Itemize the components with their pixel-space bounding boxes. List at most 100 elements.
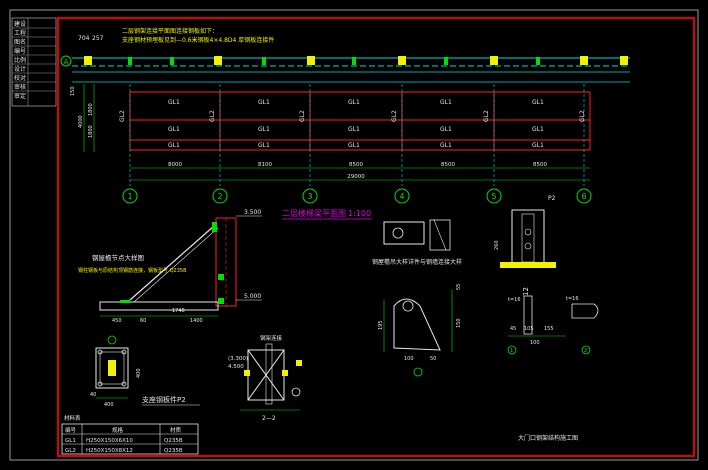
lug-dim-0: 45 [510,326,516,332]
wall-column [84,56,92,65]
node-section-label: 2—2 [262,415,276,422]
table-header-code: 编号 [65,426,77,434]
beam-label: GL1 [258,142,270,149]
node-level-b: 4.500 [228,364,244,370]
plate-dim-0: 40 [90,392,96,398]
side-detail: P2 260 12 t=16 45 105 155 100 1 t=16 2 [494,195,599,355]
left-dim-0: 4000 [78,115,84,128]
span-dim-2: 8500 [349,162,363,168]
wall-column [620,56,628,65]
outer-border [9,9,699,461]
left-dim-2: 1800 [88,125,94,138]
axis-number-3: 3 [307,192,312,201]
beam-grid [129,91,591,151]
plan-top-label-a: 704 [78,35,90,42]
beam-labels: GL1 GL1 GL1 GL1 GL1 GL1 GL1 GL1 GL1 GL1 … [168,99,544,149]
left-dim-4: 150 [70,86,76,96]
title-row-8: 审定 [14,92,26,100]
column-label: GL2 [299,110,306,122]
beam-label: GL1 [168,142,180,149]
anchor-dim-2: 195 [378,320,384,330]
lug-dim-2: 155 [544,326,554,332]
brace-dim-2: 1748 [172,308,185,314]
axis-number-4: 4 [399,192,404,201]
span-dim-0: 8000 [168,162,182,168]
table-header-grade: 材质 [170,426,182,434]
brace-diagonal-edge [133,227,219,303]
table-header-spec: 规格 [112,426,124,434]
anchor-detail: 钢屋檐吊大样详件与钢墙连接大样 195 150 55 100 50 [372,219,462,377]
brace-level-top: 3.500 [244,209,261,216]
plate-dim-1: 400 [104,402,114,408]
lug-label-a: t=16 [508,297,521,303]
brace-elevation: 钢屋檐节点大样图 钢柱钢板与原结构顶钢筋连接，钢板型号 Q235B 3.500 … [78,209,262,324]
wall-column [580,56,588,65]
brace-beam [99,301,219,311]
wall-column [214,56,222,65]
lug-mark-1: 2 [584,348,587,354]
axis-number-2: 2 [217,192,222,201]
beam-label: GL1 [168,99,180,106]
plan-top-label-b: 257 [92,35,104,42]
wall-column [398,56,406,65]
column-label: GL2 [209,110,216,122]
column-labels: GL2 GL2 GL2 GL2 GL2 GL2 [119,110,586,122]
brace-dim-0: 450 [112,318,122,324]
table-row-1-spec: H250X150X6X10 [86,438,133,444]
span-dimensions: 8000 8100 8500 8500 8500 29000 [168,162,547,180]
title-row-4: 比例 [14,56,26,64]
column-label: GL2 [579,110,586,122]
wall-columns [84,56,628,65]
plan-view: 704 257 二层钢架连接平面图连接钢板如下： 支座钢材预埋板见到—0.6米钢… [60,27,630,220]
lug-dim-1: 105 [524,326,534,332]
span-dim-1: 8100 [258,162,272,168]
brace-plates [120,222,224,304]
plate-outline [95,347,129,389]
table-row-2-grade: Q235B [164,448,183,454]
plan-note-line-2: 支座钢材预埋板见到—0.6米钢板4×4.8D4 厚钢板连接件 [122,36,274,44]
anchor-dim-4: 55 [456,284,462,290]
table-row-2-code: GL2 [65,448,76,454]
node-level-a: (3.300) [228,356,248,362]
beam-label: GL1 [168,126,180,133]
axis-number-5: 5 [491,192,496,201]
span-dim-4: 8500 [533,162,547,168]
brace-note: 钢柱钢板与原结构顶钢筋连接，钢板型号 Q235B [78,267,187,274]
axis-a-bubble [60,55,72,67]
title-row-2: 图名 [14,38,26,46]
bottom-dimension-lines [130,167,590,181]
beam-label: GL1 [258,99,270,106]
lug-dim-3: 100 [530,340,540,346]
anchor-dim-3: 150 [456,318,462,328]
axis-bubbles: 1 2 3 4 5 6 [122,188,592,204]
brace-diagonal [129,225,215,301]
wall-studs [128,57,540,65]
beam-label: GL1 [440,99,452,106]
column-label: GL2 [119,110,126,122]
side-dim-0: 260 [494,240,500,250]
anchor-dim-6: 50 [430,356,436,362]
wall-column [490,56,498,65]
side-label: P2 [548,195,556,202]
node-title: 钢架连接 [260,334,283,342]
plate-dim-2: 400 [136,368,142,378]
brace-title: 钢屋檐节点大样图 [92,253,144,262]
plan-title: 二层楼梯梁平面图 [282,208,346,218]
total-dimension: 29000 [347,174,365,180]
title-row-6: 校对 [14,74,26,82]
plan-scale: 1:100 [348,209,371,218]
title-row-0: 建设 [14,20,26,28]
table-row-2-spec: H250X150X8X12 [86,448,133,454]
support-plate: 40 400 400 支座钢板件P2 [90,335,200,408]
plan-note-line-1: 二层钢架连接平面图连接钢板如下： [122,27,218,35]
lug-mark-0: 1 [510,348,513,354]
drawing-title: 大门口钢架结构施工图 [518,434,578,442]
table-row-1-code: GL1 [65,438,76,444]
axis-number-6: 6 [581,192,586,201]
anchor-dim-5: 100 [404,356,414,362]
small-lug [571,303,599,319]
drawing-frame [57,17,695,457]
left-dimensions: 4000 1800 1800 150 [70,84,95,152]
